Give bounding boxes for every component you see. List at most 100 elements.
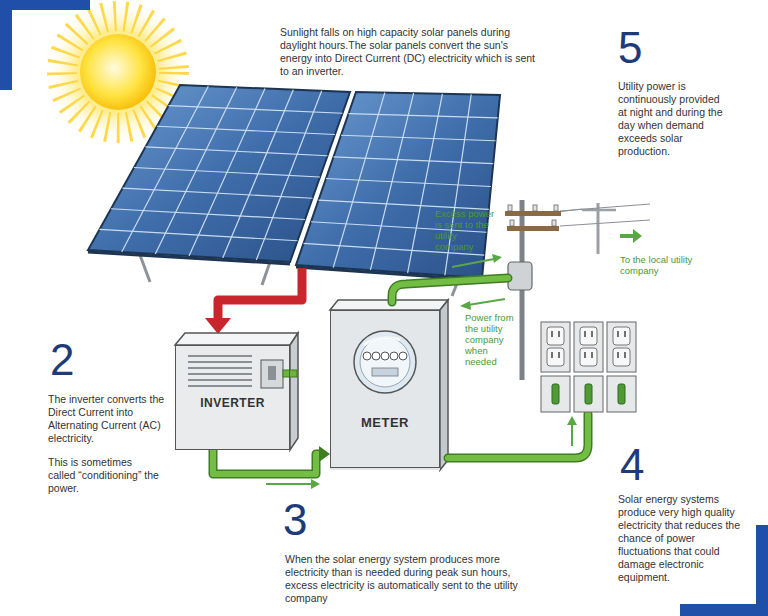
callout-number: 2: [50, 338, 74, 382]
outlet-panel: [541, 322, 570, 372]
solar-panel: [262, 262, 270, 285]
dc-arrow: [218, 268, 302, 320]
meter-illustration: [354, 331, 416, 393]
outlet-panel: [584, 352, 586, 358]
inverter-illustration: [175, 333, 298, 450]
meter-illustration: [363, 352, 407, 360]
outlet-panel: [541, 376, 570, 412]
utility-pole: [560, 220, 650, 226]
utility-pole: [554, 205, 558, 211]
meter-illustration: [381, 352, 389, 360]
flow-arrow: [468, 299, 505, 305]
description-text: The inverter converts the Direct Current…: [48, 393, 172, 445]
flow-arrow: [620, 234, 634, 238]
dc-arrow: [205, 268, 302, 334]
outlet-panel: [613, 348, 630, 366]
meter-illustration: [360, 337, 410, 387]
inverter-illustration: [175, 345, 290, 450]
outlet-panel: [617, 352, 619, 358]
solar-panel: [111, 209, 305, 220]
power-cable: [448, 414, 588, 458]
power-cable: [213, 446, 330, 474]
outlet-panel: [552, 331, 625, 358]
solar-panel: [88, 85, 500, 296]
flow-arrow: [266, 229, 642, 489]
solar-panel: [88, 252, 290, 264]
description-text: Solar energy systems produce very high q…: [618, 493, 746, 584]
device-box: INVERTER: [175, 345, 290, 450]
solar-panel: [341, 135, 496, 141]
meter-illustration: [330, 310, 440, 470]
solar-panel: [100, 86, 498, 275]
meter-illustration: [390, 352, 398, 360]
callout-number: 5: [618, 26, 642, 70]
inverter-illustration: [283, 370, 297, 377]
solar-panel: [349, 114, 498, 118]
arrow-head: [319, 446, 330, 462]
outlet-panel: [624, 331, 626, 337]
solar-panel: [134, 168, 320, 178]
callout-number: 3: [283, 498, 307, 542]
device-label: INVERTER: [200, 396, 265, 410]
solar-panel: [100, 229, 298, 240]
meter-illustration: [330, 300, 448, 470]
outlet-panel: [574, 376, 603, 412]
inverter-illustration: [175, 333, 298, 345]
inverter-illustration: [290, 333, 298, 450]
outlet-panel: [624, 352, 626, 358]
flow-arrow: [311, 479, 320, 489]
callout-number: 4: [620, 443, 644, 487]
corner-accent: [0, 0, 12, 90]
solar-panel: [146, 147, 328, 156]
outlet-panel: [574, 322, 603, 372]
outlet-panel: [558, 352, 560, 358]
flow-arrow: [567, 416, 577, 425]
inverter-illustration: [188, 356, 252, 386]
inverter-illustration: [188, 379, 252, 381]
description-text: When the solar energy system produces mo…: [285, 553, 523, 605]
utility-pole: [508, 205, 512, 211]
outlet-panel: [547, 327, 564, 345]
flow-label: To the local utility company: [620, 254, 698, 276]
power-cable: [448, 414, 588, 458]
utility-pole: [552, 220, 556, 226]
inverter-illustration: [188, 367, 252, 369]
cable-line: [213, 450, 321, 474]
device-label: METER: [361, 415, 409, 430]
outlet-panel: [541, 322, 636, 412]
solar-panel: [123, 188, 313, 198]
inverter-illustration: [268, 366, 276, 380]
sun: [62, 16, 174, 128]
solar-panel: [157, 126, 335, 134]
outlet-panel: [552, 384, 559, 404]
meter-illustration: [440, 300, 448, 470]
outlet-panel: [613, 327, 630, 345]
utility-pole: [533, 205, 537, 211]
flow-arrow: [492, 254, 502, 263]
outlet-panel: [584, 331, 586, 337]
solar-panel: [140, 255, 150, 282]
utility-pole: [505, 200, 650, 380]
inverter-illustration: [188, 385, 252, 387]
solar-panel: [296, 92, 500, 278]
flow-arrow: [633, 229, 642, 243]
solar-panel: [169, 106, 343, 114]
description-text: Utility power is continuously provided a…: [618, 80, 723, 158]
outlet-panel: [617, 331, 619, 337]
power-cable: [392, 278, 508, 302]
power-cable: [392, 278, 508, 302]
inverter-illustration: [188, 373, 252, 375]
flow-arrow: [571, 424, 573, 446]
outlet-panel: [551, 331, 553, 337]
flow-arrow: [266, 483, 312, 485]
outlet-panel: [585, 384, 592, 404]
flow-arrow: [460, 301, 471, 310]
description-text: Sunlight falls on high capacity solar pa…: [280, 26, 538, 78]
outlet-panel: [551, 352, 553, 358]
corner-accent: [756, 525, 768, 616]
outlet-panel: [580, 348, 597, 366]
solar-panel: [334, 157, 494, 164]
flow-label: Power from the utility company when need…: [465, 312, 514, 367]
